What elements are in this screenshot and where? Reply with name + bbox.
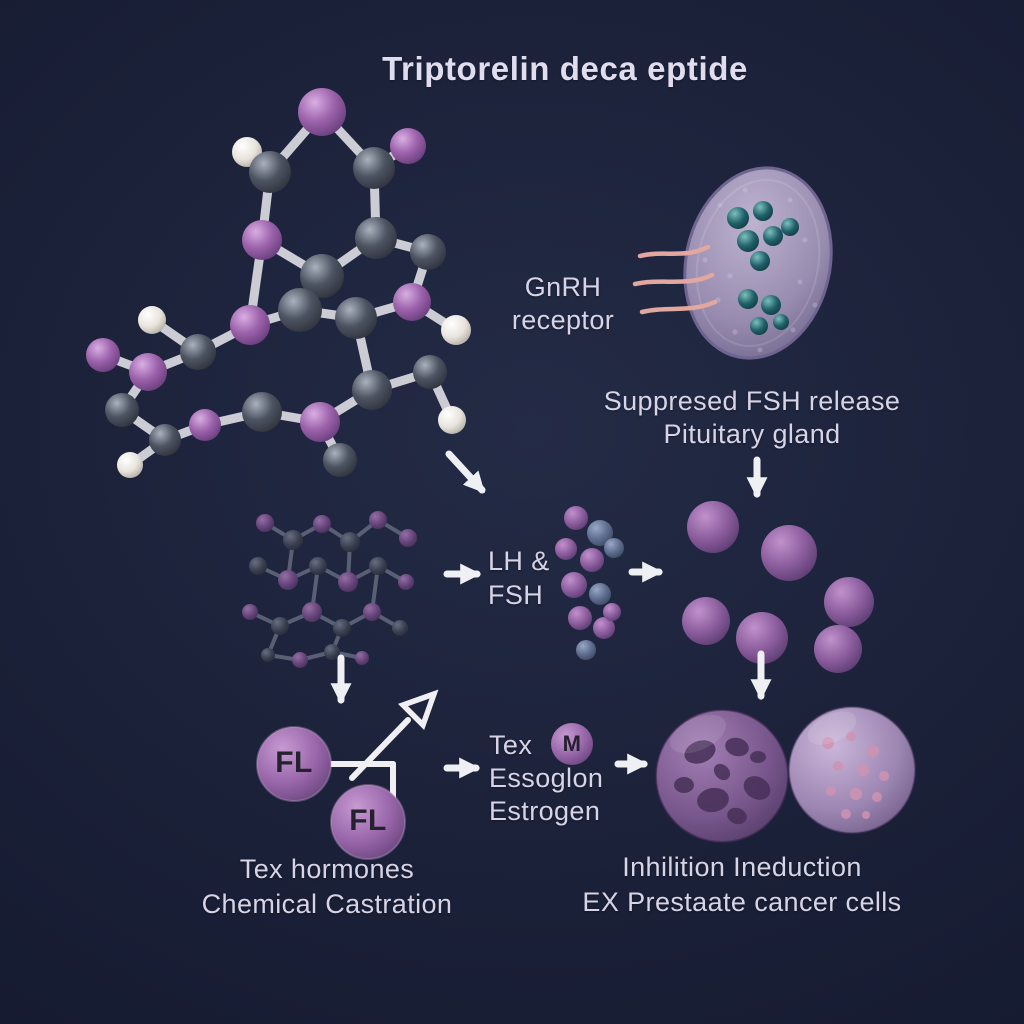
cancer-cell-dark <box>655 709 789 843</box>
inhibition-label: Inhilition Ineduction <box>622 852 862 882</box>
gnrh-receptor-label-line1: GnRH <box>524 272 602 302</box>
lh-fsh-label-line2: FSH <box>488 580 544 610</box>
cancer-cell-light <box>788 706 916 834</box>
diagram-title: Triptorelin deca eptide <box>382 50 748 87</box>
lh-fsh-sphere-cluster <box>555 506 624 660</box>
m-hormone-badge <box>551 723 593 765</box>
sex-hormones-label: Tex hormones <box>239 854 415 884</box>
fl-bottom-label: FL <box>349 804 387 837</box>
pituitary-gland-label: Pituitary gland <box>663 419 841 449</box>
pituitary-gland-illustration <box>683 166 833 360</box>
fl-top-label: FL <box>275 746 313 779</box>
suppressed-fsh-label: Suppresed FSH release <box>603 386 901 416</box>
gnrh-analog-molecule <box>242 511 417 668</box>
estrogen-label-line1: Tex <box>489 730 533 760</box>
estrogen-label-line2: Essoglon <box>489 763 604 793</box>
fl-hormone-symbol <box>256 689 439 860</box>
triptorelin-molecule-model <box>86 88 471 478</box>
gnrh-receptor-strands <box>632 244 718 315</box>
gnrh-receptor-label-line2: receptor <box>511 305 615 335</box>
lh-fsh-label-line1: LH & <box>488 546 550 576</box>
m-badge-label: M <box>562 731 582 756</box>
cancer-cells-label: EX Prestaate cancer cells <box>582 887 902 917</box>
arrow-molecule-to-lhfsh <box>445 450 486 494</box>
flow-arrows <box>330 450 772 779</box>
secretory-granules <box>727 201 799 335</box>
chemical-castration-label: Chemical Castration <box>201 889 453 919</box>
suppressed-hormone-sphere-cluster <box>682 501 874 673</box>
estrogen-label-line3: Estrogen <box>489 796 601 826</box>
